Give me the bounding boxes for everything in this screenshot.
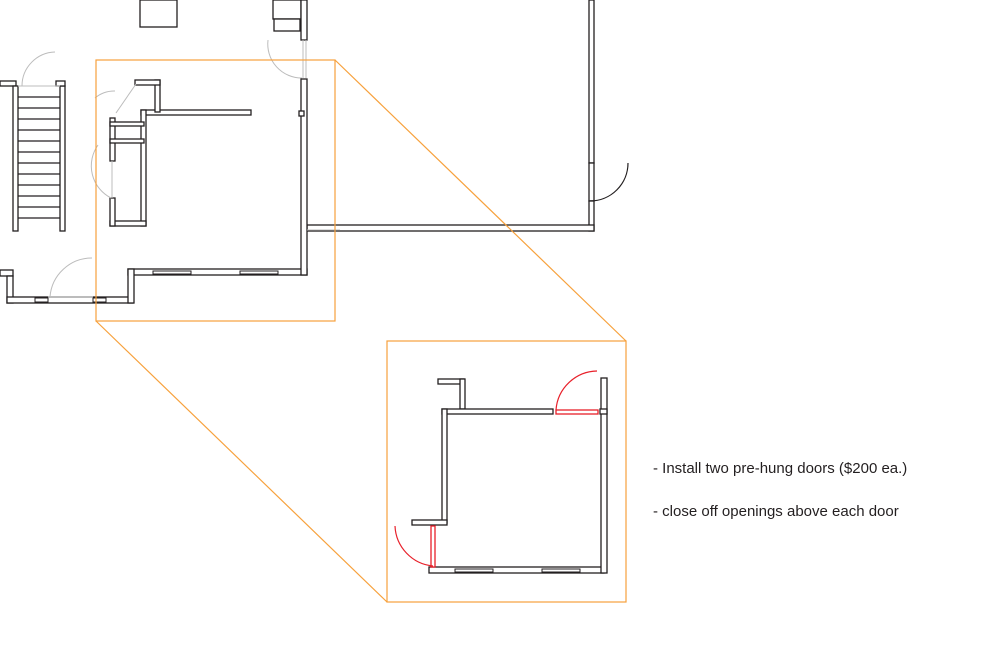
callout-connector-top [334, 59, 627, 342]
door-swing-icon [555, 370, 598, 411]
right-room-wall [588, 0, 595, 164]
new-door-left [394, 525, 436, 568]
callout-connector-bottom [95, 320, 388, 603]
existing-area-frame [95, 59, 336, 322]
horizontal-wall [306, 224, 595, 232]
lower-left-wall [6, 296, 134, 304]
right-room-door-jamb [588, 162, 595, 202]
existing-area-plan [90, 78, 340, 304]
top-cabinet-lower [273, 18, 301, 32]
top-box-fixture [139, 0, 178, 28]
top-wall-stub [300, 0, 308, 41]
door-swing-arc [267, 39, 303, 79]
proposed-area-plan [411, 377, 608, 574]
proposed-area-frame [386, 340, 627, 603]
right-door-swing-icon [589, 162, 629, 202]
new-door-top [555, 370, 599, 415]
note-close-openings: - close off openings above each door [653, 503, 899, 520]
front-door-swing [49, 257, 93, 298]
staircase [0, 51, 66, 232]
note-install-doors: - Install two pre-hung doors ($200 ea.) [653, 460, 908, 477]
door-swing-icon [394, 525, 434, 567]
top-cabinet [272, 0, 302, 20]
